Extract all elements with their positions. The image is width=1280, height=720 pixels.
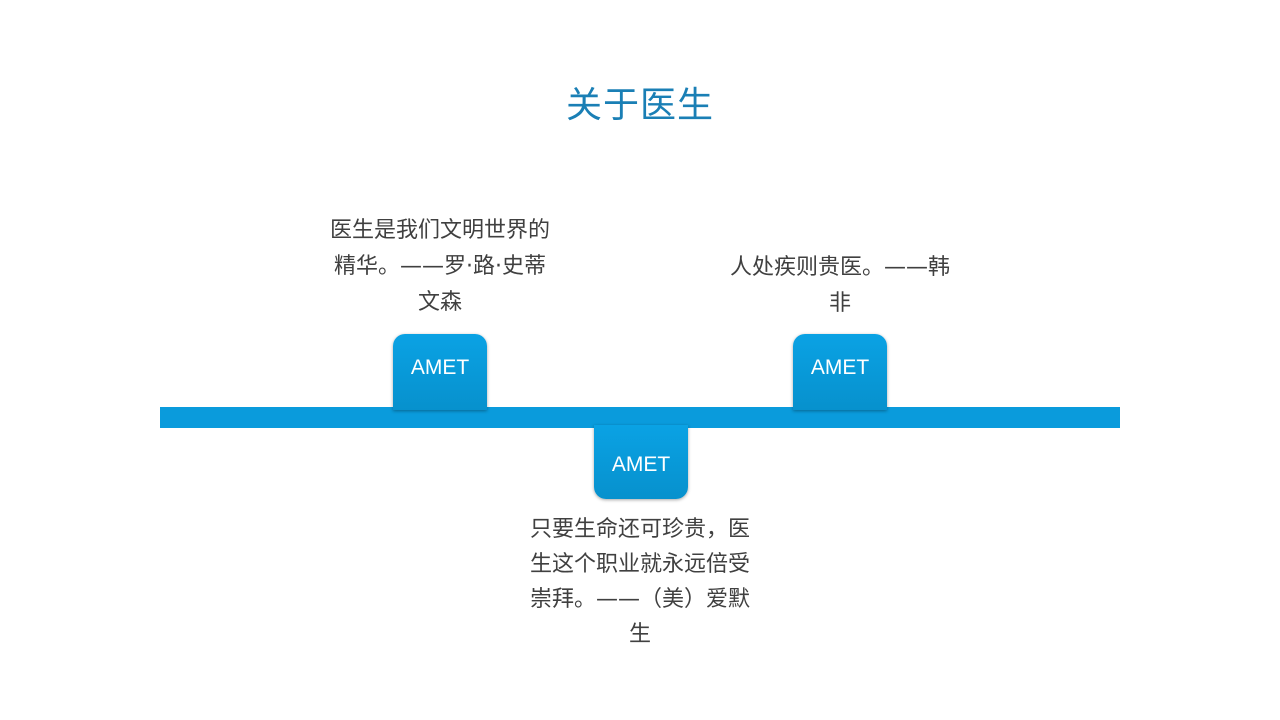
- milestone-tab-3: AMET: [594, 425, 688, 499]
- slide-title: 关于医生: [565, 85, 714, 126]
- milestone-quote-3: 只要生命还可珍贵，医 生这个职业就永远倍受 崇拜。——（美）爱默 生: [529, 517, 750, 647]
- milestone-quote-1: 医生是我们文明世界的 精华。——罗·路·史蒂 文森: [329, 218, 550, 315]
- milestone-tab-2: AMET: [793, 334, 887, 410]
- milestone-quote-2: 人处疾则贵医。——韩 非: [729, 255, 950, 316]
- timeline-bar: [160, 407, 1120, 428]
- milestone-tab-1: AMET: [393, 334, 487, 410]
